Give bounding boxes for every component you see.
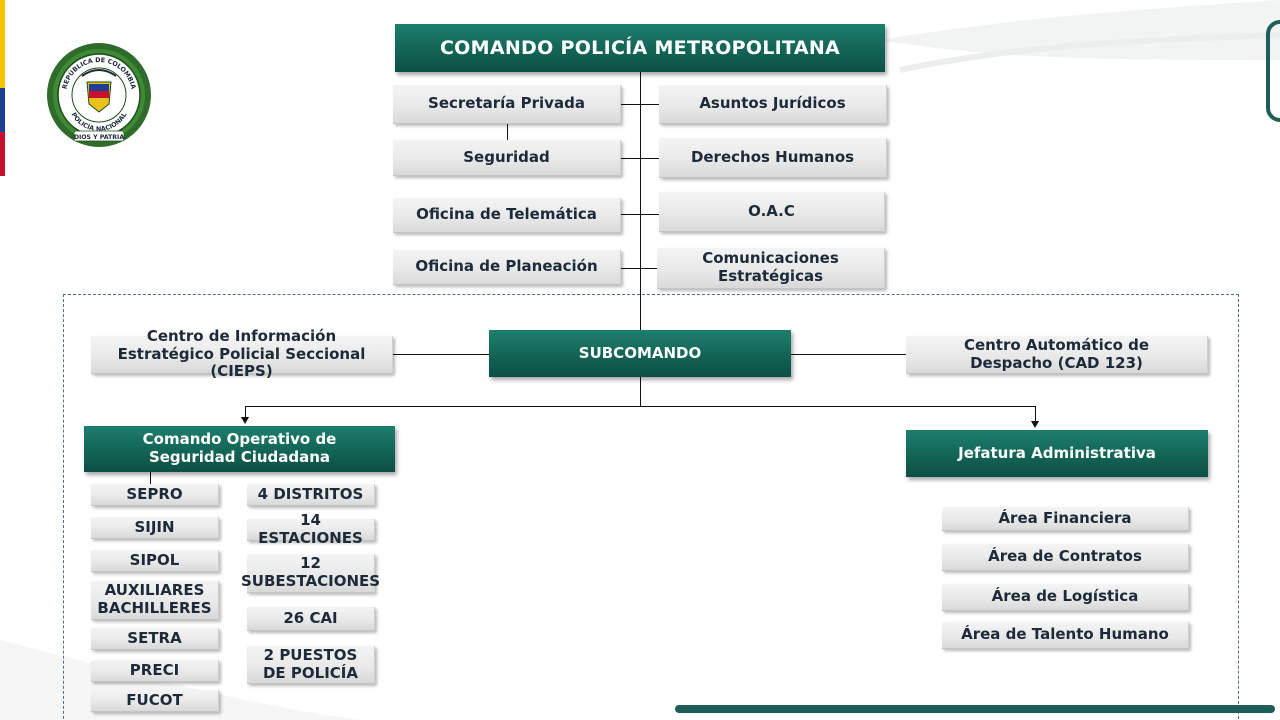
node-area-contratos: Área de Contratos [942,544,1189,571]
connector-row-1 [621,104,659,105]
node-14-estaciones: 14 ESTACIONES [247,511,375,546]
node-sepro: SEPRO [91,484,219,506]
node-area-financiera: Área Financiera [942,507,1189,531]
connector-cad [791,354,906,355]
connector-branch-bar [245,406,1036,407]
flag-yellow-stripe [0,0,5,88]
node-4-distritos: 4 DISTRITOS [247,484,375,506]
bottom-accent-bar [675,705,1275,713]
node-asuntos-juridicos: Asuntos Jurídicos [659,85,887,124]
police-seal-logo: REPÚBLICA DE COLOMBIA POLICÍA NACIONAL D… [47,43,151,147]
node-secretaria-privada: Secretaría Privada [393,85,621,124]
node-area-talento-humano: Área de Talento Humano [942,622,1189,649]
seal-text-bottom: DIOS Y PATRIA [74,134,125,141]
connector-operativo-down [150,472,151,484]
corner-tab-decoration [1266,20,1280,122]
connector-secretaria-seguridad [507,124,508,140]
arrow-down-right [1031,421,1039,428]
node-2-puestos-policia: 2 PUESTOS DE POLICÍA [247,646,375,684]
node-sipol: SIPOL [91,550,219,572]
node-area-logistica: Área de Logística [942,584,1189,611]
connector-row-3 [621,214,659,215]
connector-row-2 [621,158,659,159]
node-setra: SETRA [91,628,219,650]
node-comando-operativo: Comando Operativo de Seguridad Ciudadana [84,426,395,472]
flag-red-stripe [0,132,5,176]
node-oficina-telematica: Oficina de Telemática [393,198,621,233]
operational-region-border [63,294,1239,720]
main-trunk-line [640,72,641,330]
node-oac: O.A.C [659,192,885,232]
node-auxiliares-bachilleres: AUXILIARES BACHILLERES [91,581,219,620]
node-cieps: Centro de Información Estratégico Polici… [91,327,393,380]
connector-subcomando-down [640,377,641,407]
node-subcomando: SUBCOMANDO [489,330,791,377]
node-preci: PRECI [91,660,219,682]
node-12-subestaciones: 12 SUBESTACIONES [241,554,380,593]
flag-blue-stripe [0,88,5,132]
node-comunicaciones-estrategicas: Comunicaciones Estratégicas [657,248,885,289]
connector-row-4 [621,268,659,269]
connector-cieps [393,354,489,355]
node-fucot: FUCOT [91,690,219,712]
node-derechos-humanos: Derechos Humanos [659,138,887,178]
connector-branch-right [1035,406,1036,422]
node-seguridad: Seguridad [393,140,621,176]
connector-branch-left [245,406,246,418]
node-cad-123: Centro Automático de Despacho (CAD 123) [906,336,1208,374]
node-26-cai: 26 CAI [247,607,375,631]
node-comando-metropolitana: COMANDO POLICÍA METROPOLITANA [395,24,885,72]
arrow-down-left [241,417,249,424]
node-jefatura-administrativa: Jefatura Administrativa [906,430,1208,477]
node-oficina-planeacion: Oficina de Planeación [393,250,621,285]
node-sijin: SIJIN [91,517,219,539]
